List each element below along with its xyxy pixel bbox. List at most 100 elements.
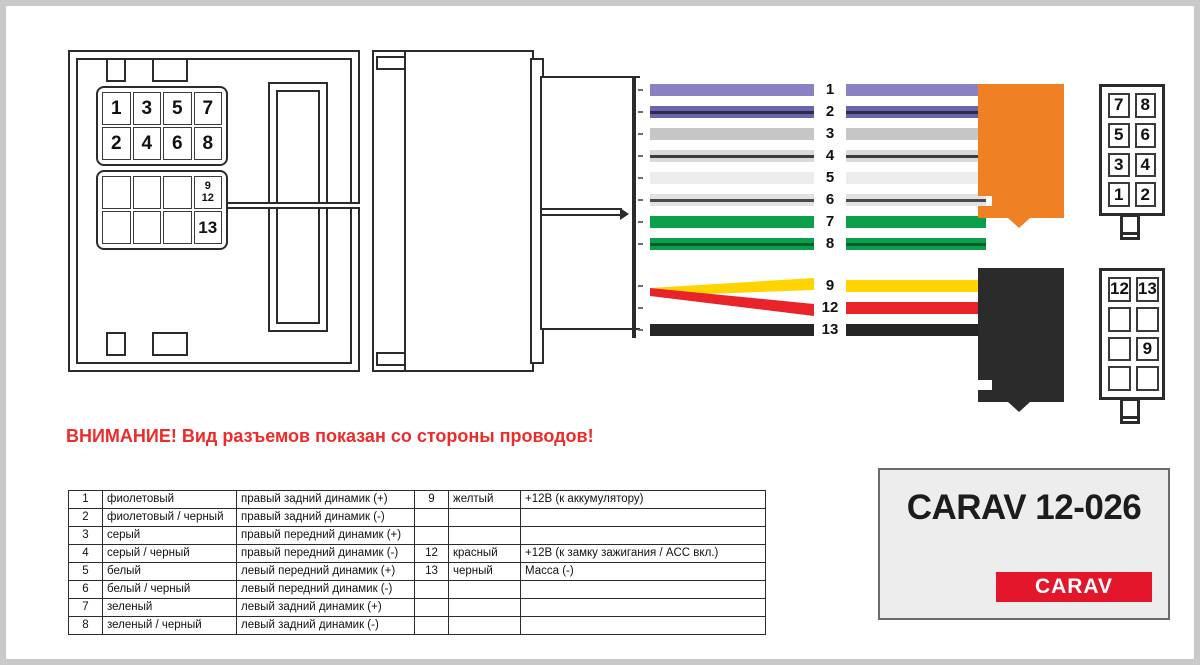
- wire-segment-right: [846, 128, 986, 140]
- table-cell-color2: [448, 508, 521, 527]
- harness-exit-rail: [632, 76, 636, 338]
- plug-keying-arrow-black: [1008, 402, 1030, 412]
- wire-segment-right: [846, 106, 986, 118]
- vehicle-side-connector: 1 3 5 7 2 4 6 8 9 12: [68, 50, 360, 372]
- warning-text: ВНИМАНИЕ! Вид разъемов показан со сторон…: [66, 426, 594, 446]
- table-cell-fn2: [520, 616, 766, 635]
- table-cell-num: 3: [68, 526, 103, 545]
- pin-cell: 5: [163, 92, 192, 125]
- table-cell-num2: 9: [414, 490, 449, 509]
- connector-flange: [372, 50, 406, 372]
- table-cell-fn2: [520, 508, 766, 527]
- wire-segment-left: [650, 150, 814, 162]
- wire-fan-yellow-red: [650, 278, 814, 316]
- table-cell-fn2: +12В (к замку зажигания / ACC вкл.): [520, 544, 766, 563]
- connector-latch-bar: [228, 202, 360, 209]
- connector-tab-top-right: [152, 58, 188, 82]
- pin-cell: 1: [102, 92, 131, 125]
- wire-row-3: 3: [638, 125, 986, 142]
- wire-row-1: 1: [638, 81, 986, 98]
- harness-tick: [638, 307, 643, 309]
- table-cell-num: 4: [68, 544, 103, 563]
- wire-number-label: 7: [825, 213, 835, 230]
- pin-cell-13: 13: [193, 211, 222, 244]
- socket-cell: 6: [1134, 122, 1156, 148]
- wire-segment-left: [650, 194, 814, 206]
- table-cell-fn: левый передний динамик (+): [236, 562, 415, 581]
- socket-cell: 3: [1108, 152, 1130, 178]
- pin-cell-empty: [132, 211, 161, 244]
- harness-tick: [638, 329, 643, 331]
- table-cell-fn2: [520, 526, 766, 545]
- table-cell-color2: красный: [448, 544, 521, 563]
- wire-segment-right: [846, 216, 986, 228]
- harness-tick: [638, 285, 643, 287]
- socket-cell: 8: [1134, 93, 1156, 118]
- socket-cell: 12: [1108, 277, 1131, 302]
- table-cell-num2: 12: [414, 544, 449, 563]
- table-cell-num: 2: [68, 508, 103, 527]
- pin-cell: 2: [102, 127, 131, 160]
- socket-foot-power: [1120, 214, 1140, 240]
- wire-segment-right: [846, 84, 986, 96]
- wire-number-label: 2: [825, 103, 835, 120]
- wire-segment-left: [650, 106, 814, 118]
- table-cell-num2: [414, 580, 449, 599]
- table-cell-color2: [448, 616, 521, 635]
- pin-cell-empty: [102, 211, 131, 244]
- table-cell-color: серый: [102, 526, 237, 545]
- table-cell-color2: черный: [448, 562, 521, 581]
- table-cell-fn: правый задний динамик (-): [236, 508, 415, 527]
- table-cell-color: фиолетовый / черный: [102, 508, 237, 527]
- table-cell-num: 1: [68, 490, 103, 509]
- harness-tick: [638, 199, 643, 201]
- socket-foot-speaker: [1120, 398, 1140, 424]
- connector-main-body: [404, 50, 534, 372]
- wire-row-12: 12: [638, 299, 986, 316]
- wire-number-label: 13: [821, 321, 839, 338]
- harness-tick: [638, 155, 643, 157]
- socket-cell: [1108, 336, 1131, 362]
- table-cell-num: 6: [68, 580, 103, 599]
- socket-cell: [1135, 306, 1159, 332]
- connector-tab-bottom-left: [106, 332, 126, 356]
- harness-tick: [638, 243, 643, 245]
- pin-block-lower: 9 12 13: [96, 170, 228, 250]
- pin-cell: 6: [163, 127, 192, 160]
- table-cell-fn: левый передний динамик (-): [236, 580, 415, 599]
- table-cell-color: зеленый: [102, 598, 237, 617]
- wire-segment-right: [846, 302, 986, 314]
- wire-stripe: [846, 242, 986, 246]
- table-cell-color: фиолетовый: [102, 490, 237, 509]
- table-cell-color2: [448, 526, 521, 545]
- socket-power-pins: 7 8 5 6 3 4 1 2: [1099, 84, 1165, 216]
- table-cell-color2: [448, 580, 521, 599]
- wire-row-4: 4: [638, 147, 986, 164]
- wire-segment-left: [650, 216, 814, 228]
- wire-row-13: 13: [638, 321, 986, 338]
- connector-neck: [540, 76, 640, 330]
- table-cell-num: 5: [68, 562, 103, 581]
- wire-segment-right: [846, 238, 986, 250]
- wire-number-label: 3: [825, 125, 835, 142]
- table-cell-num2: [414, 526, 449, 545]
- wire-stripe: [846, 154, 986, 158]
- connector-notch-bottom: [376, 352, 406, 366]
- iso-speaker-plug: [978, 268, 1070, 414]
- wire-stripe: [650, 242, 814, 246]
- table-cell-num2: [414, 616, 449, 635]
- pin-cell: 3: [132, 92, 161, 125]
- pin-cell-9-12: 9 12: [193, 176, 222, 209]
- plug-lip-orange: [978, 196, 1064, 218]
- wire-number-label: 5: [825, 169, 835, 186]
- wire-number-label: 1: [825, 81, 835, 98]
- pin-block-upper: 1 3 5 7 2 4 6 8: [96, 86, 228, 166]
- wire-segment-right: [846, 280, 986, 292]
- table-cell-color2: [448, 598, 521, 617]
- wire-row-7: 7: [638, 213, 986, 230]
- wire-segment-left: [650, 324, 814, 336]
- wire-stripe: [650, 198, 814, 202]
